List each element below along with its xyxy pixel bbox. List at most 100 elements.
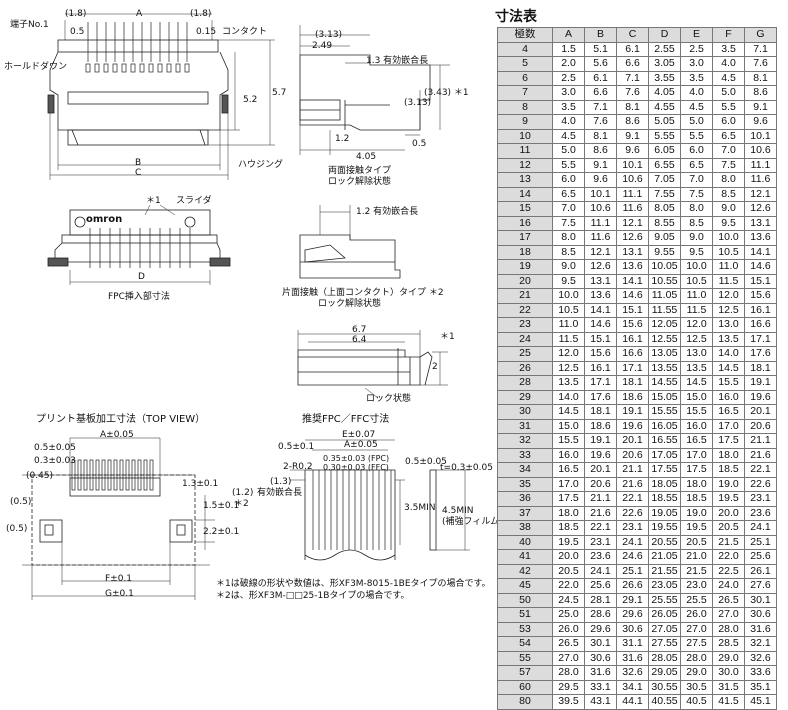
table-cell: 32.6 bbox=[744, 650, 777, 666]
table-cell: 25.0 bbox=[552, 607, 585, 623]
table-cell: 20.1 bbox=[584, 462, 617, 478]
table-cell: 9.6 bbox=[584, 172, 617, 188]
table-cell: 3.0 bbox=[552, 85, 585, 101]
table-cell: 17.1 bbox=[584, 375, 617, 391]
table-cell: 26.1 bbox=[744, 563, 777, 579]
table-cell: 19.55 bbox=[648, 520, 681, 536]
table-cell: 16.05 bbox=[648, 418, 681, 434]
table-cell: 30.6 bbox=[584, 650, 617, 666]
table-cell: 8.6 bbox=[584, 143, 617, 159]
table-cell: 13.6 bbox=[584, 288, 617, 304]
table-cell: 14.1 bbox=[616, 273, 649, 289]
table-cell: 21.6 bbox=[744, 447, 777, 463]
table-cell: 23.6 bbox=[744, 505, 777, 521]
pcb-pad bbox=[95, 459, 100, 491]
table-cell: 22.6 bbox=[744, 476, 777, 492]
table-cell: 11.1 bbox=[616, 186, 649, 202]
pole-count-cell: 42 bbox=[497, 563, 553, 579]
table-cell: 30.1 bbox=[744, 592, 777, 608]
table-cell: 12.0 bbox=[552, 346, 585, 362]
table-cell: 18.1 bbox=[584, 404, 617, 420]
table-cell: 45.1 bbox=[744, 694, 777, 710]
table-cell: 34.1 bbox=[616, 679, 649, 695]
table-cell: 4.5 bbox=[680, 99, 713, 115]
dim-5-7: 5.7 bbox=[272, 88, 287, 98]
table-cell: 12.5 bbox=[712, 302, 745, 318]
front-pin-foot bbox=[166, 63, 172, 73]
dim-1-3-effective: 1.3 有効嵌合長 bbox=[366, 56, 429, 66]
table-cell: 17.55 bbox=[648, 462, 681, 478]
table-cell: 17.0 bbox=[552, 476, 585, 492]
table-cell: 8.5 bbox=[712, 186, 745, 202]
table-cell: 3.5 bbox=[680, 70, 713, 86]
table-cell: 25.5 bbox=[680, 592, 713, 608]
dim-1-2: 1.2 bbox=[335, 134, 350, 144]
pole-count-cell: 8 bbox=[497, 99, 553, 115]
table-header-cell: D bbox=[648, 27, 681, 43]
pole-count-cell: 28 bbox=[497, 375, 553, 391]
table-cell: 28.0 bbox=[680, 650, 713, 666]
table-cell: 19.5 bbox=[712, 491, 745, 507]
pole-count-cell: 20 bbox=[497, 273, 553, 289]
table-cell: 9.6 bbox=[616, 143, 649, 159]
contact-label: コンタクト bbox=[222, 27, 268, 37]
table-cell: 35.1 bbox=[744, 679, 777, 695]
pcb-pad bbox=[83, 459, 88, 491]
table-cell: 27.05 bbox=[648, 621, 681, 637]
pole-count-cell: 15 bbox=[497, 201, 553, 217]
table-cell: 24.1 bbox=[744, 520, 777, 536]
table-cell: 18.6 bbox=[616, 389, 649, 405]
dim-0-15: 0.15 bbox=[196, 27, 217, 37]
table-cell: 29.0 bbox=[680, 665, 713, 681]
table-cell: 28.6 bbox=[584, 607, 617, 623]
table-cell: 29.1 bbox=[616, 592, 649, 608]
front-pin-foot bbox=[112, 63, 118, 73]
table-cell: 20.0 bbox=[712, 505, 745, 521]
table-cell: 28.5 bbox=[712, 636, 745, 652]
dim-b: B bbox=[135, 158, 142, 168]
table-cell: 23.05 bbox=[648, 578, 681, 594]
table-cell: 8.5 bbox=[552, 244, 585, 260]
fpc-note-star2: ＊2 bbox=[234, 499, 249, 509]
table-cell: 8.6 bbox=[616, 114, 649, 130]
table-cell: 16.1 bbox=[744, 302, 777, 318]
pcb-pad-array bbox=[71, 459, 154, 491]
table-cell: 22.6 bbox=[616, 505, 649, 521]
table-cell: 29.6 bbox=[616, 607, 649, 623]
table-cell: 16.0 bbox=[712, 389, 745, 405]
table-cell: 29.05 bbox=[648, 665, 681, 681]
pole-count-cell: 17 bbox=[497, 230, 553, 246]
fpc-dim-0-5-pitch: 0.5±0.05 bbox=[405, 457, 447, 467]
table-cell: 18.1 bbox=[744, 360, 777, 376]
pole-count-cell: 9 bbox=[497, 114, 553, 130]
table-cell: 30.6 bbox=[744, 607, 777, 623]
table-cell: 16.0 bbox=[552, 447, 585, 463]
table-cell: 11.0 bbox=[712, 259, 745, 275]
table-cell: 24.6 bbox=[616, 549, 649, 565]
table-cell: 19.0 bbox=[712, 476, 745, 492]
table-cell: 7.5 bbox=[680, 186, 713, 202]
table-cell: 23.1 bbox=[616, 520, 649, 536]
table-cell: 28.05 bbox=[648, 650, 681, 666]
table-cell: 15.1 bbox=[584, 331, 617, 347]
table-cell: 11.6 bbox=[744, 172, 777, 188]
pole-count-cell: 5 bbox=[497, 56, 553, 72]
dimension-table-title: 寸法表 bbox=[495, 9, 537, 25]
table-cell: 44.1 bbox=[616, 694, 649, 710]
table-cell: 11.1 bbox=[744, 157, 777, 173]
table-cell: 13.05 bbox=[648, 346, 681, 362]
table-cell: 28.0 bbox=[552, 665, 585, 681]
table-cell: 4.5 bbox=[552, 128, 585, 144]
table-cell: 18.55 bbox=[648, 491, 681, 507]
both-contact-caption: 両面接触タイプ bbox=[328, 166, 392, 176]
